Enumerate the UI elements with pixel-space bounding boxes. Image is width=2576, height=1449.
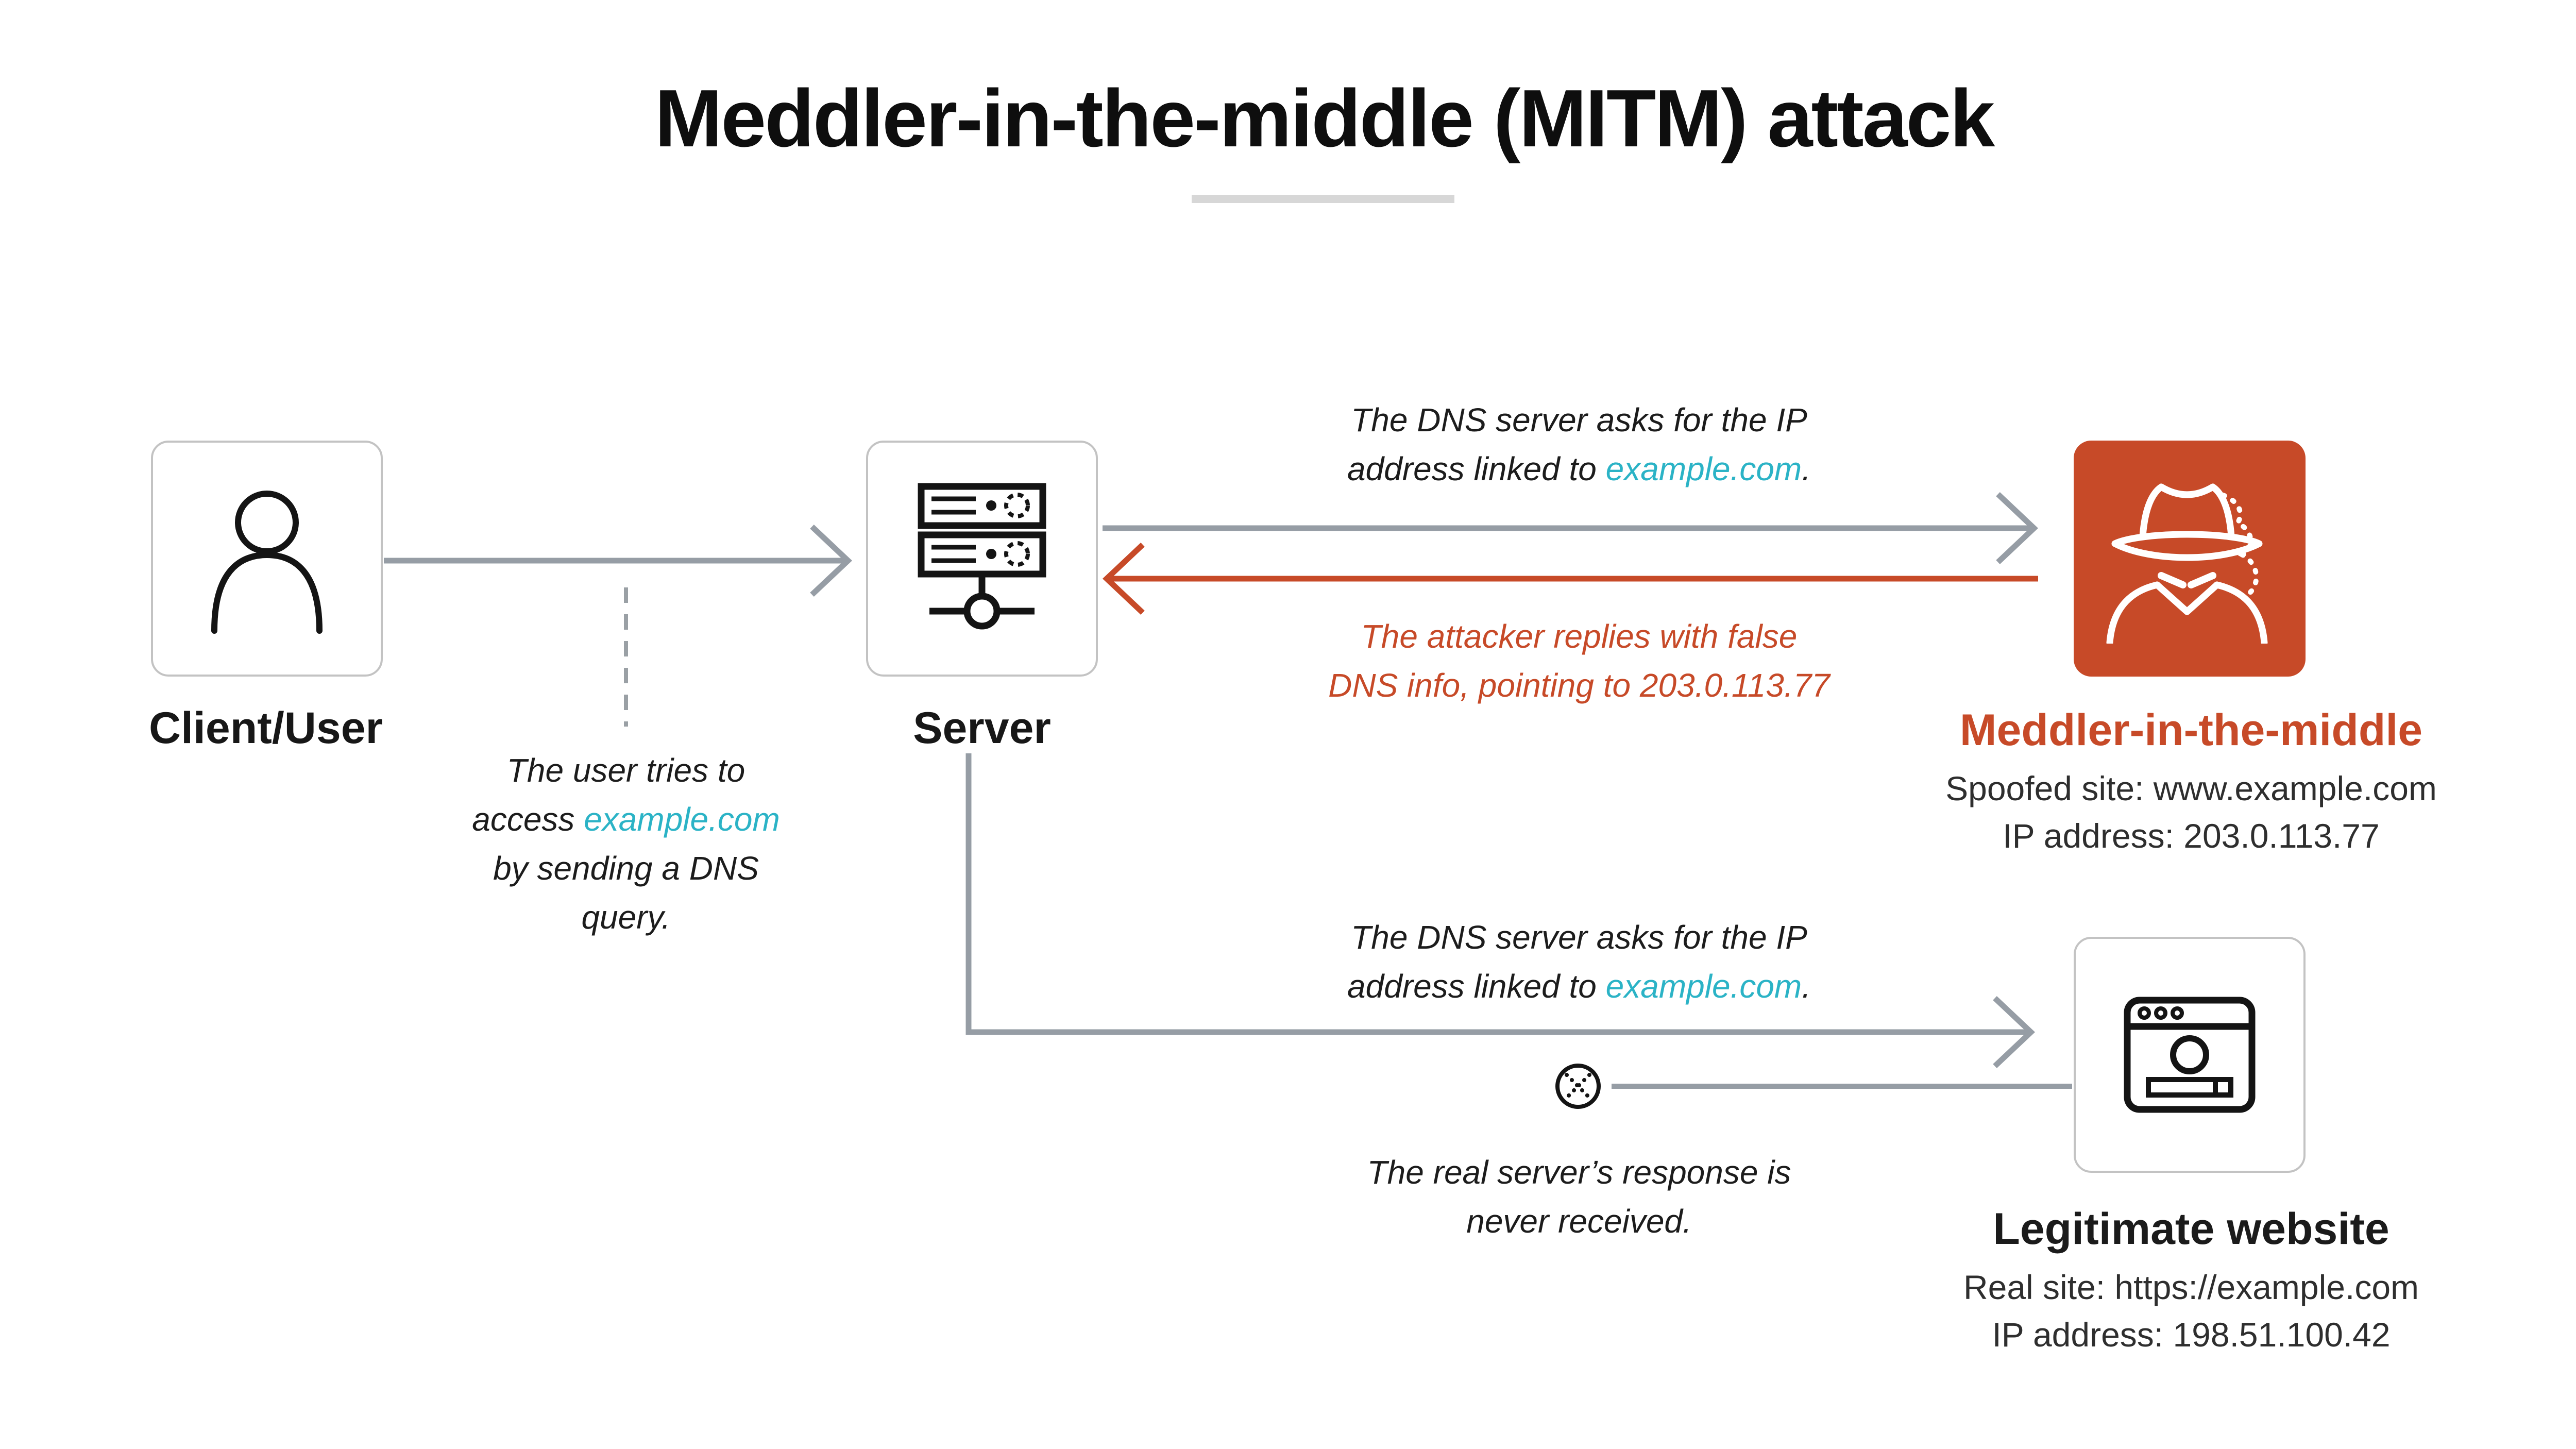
legit-real-site: Real site: https://example.com — [1963, 1268, 2419, 1307]
attacker-spoofed-site: Spoofed site: www.example.com — [1945, 769, 2437, 808]
server-label: Server — [913, 703, 1051, 753]
note-blocked-response: The real server’s response is never rece… — [1270, 1148, 1888, 1246]
user-icon — [211, 491, 323, 634]
note-user-query: The user tries to access example.com by … — [422, 746, 829, 942]
spy-echo-dashed-outline — [2221, 493, 2259, 599]
note-dns-top-period: . — [1802, 450, 1811, 487]
server-rack-icon — [918, 483, 1046, 630]
attacker-label: Meddler-in-the-middle — [1959, 705, 2423, 755]
title-underline — [1192, 195, 1454, 203]
legit-info: Legitimate website Real site: https://ex… — [1892, 1206, 2490, 1358]
arrow-server-to-legit — [965, 753, 2036, 1069]
note-dns-bottom-line2: address linked to — [1347, 968, 1606, 1005]
note-dns-top: The DNS server asks for the IP address l… — [1193, 396, 1965, 494]
arrow-attacker-to-server — [1102, 542, 2038, 615]
attacker-info: Meddler-in-the-middle Spoofed site: www.… — [1892, 707, 2490, 860]
crossed-circle-icon — [1555, 1064, 1601, 1109]
note-dns-bottom-line1: The DNS server asks for the IP — [1351, 919, 1807, 956]
legit-label: Legitimate website — [1993, 1204, 2389, 1254]
note-dns-bottom: The DNS server asks for the IP address l… — [1193, 913, 1965, 1011]
arrow-client-to-server — [384, 524, 853, 597]
arrow-server-to-attacker — [1103, 492, 2039, 565]
note-blocked-line2: never received. — [1466, 1203, 1692, 1240]
attacker-node-box — [2074, 441, 2306, 677]
client-label: Client/User — [148, 703, 383, 753]
note-user-query-line1: The user tries to — [506, 752, 745, 789]
spy-icon — [2106, 483, 2268, 644]
browser-window-icon — [2124, 997, 2256, 1113]
example-domain-text: example.com — [1605, 450, 1802, 487]
example-domain-text: example.com — [1605, 968, 1802, 1005]
server-node-box — [866, 441, 1098, 677]
note-blocked-line1: The real server’s response is — [1367, 1154, 1791, 1191]
note-user-query-line4: query. — [581, 899, 671, 936]
note-attacker-reply-line1: The attacker replies with false — [1361, 618, 1798, 655]
legit-ip-address: IP address: 198.51.100.42 — [1992, 1316, 2391, 1354]
note-attacker-reply: The attacker replies with false DNS info… — [1193, 612, 1965, 710]
legit-node-box — [2074, 937, 2306, 1173]
note-dns-bottom-period: . — [1802, 968, 1811, 1005]
note-user-query-line3: by sending a DNS — [493, 850, 759, 887]
page-title: Meddler-in-the-middle (MITM) attack — [654, 73, 1995, 164]
client-node-box — [151, 441, 383, 677]
note-user-query-line2: access — [472, 801, 584, 838]
note-dns-top-line2: address linked to — [1347, 450, 1606, 487]
example-domain-text: example.com — [584, 801, 780, 838]
attacker-ip-address: IP address: 203.0.113.77 — [2003, 817, 2380, 855]
note-attacker-reply-line2: DNS info, pointing to 203.0.113.77 — [1328, 667, 1830, 704]
note-dns-top-line1: The DNS server asks for the IP — [1351, 401, 1807, 439]
